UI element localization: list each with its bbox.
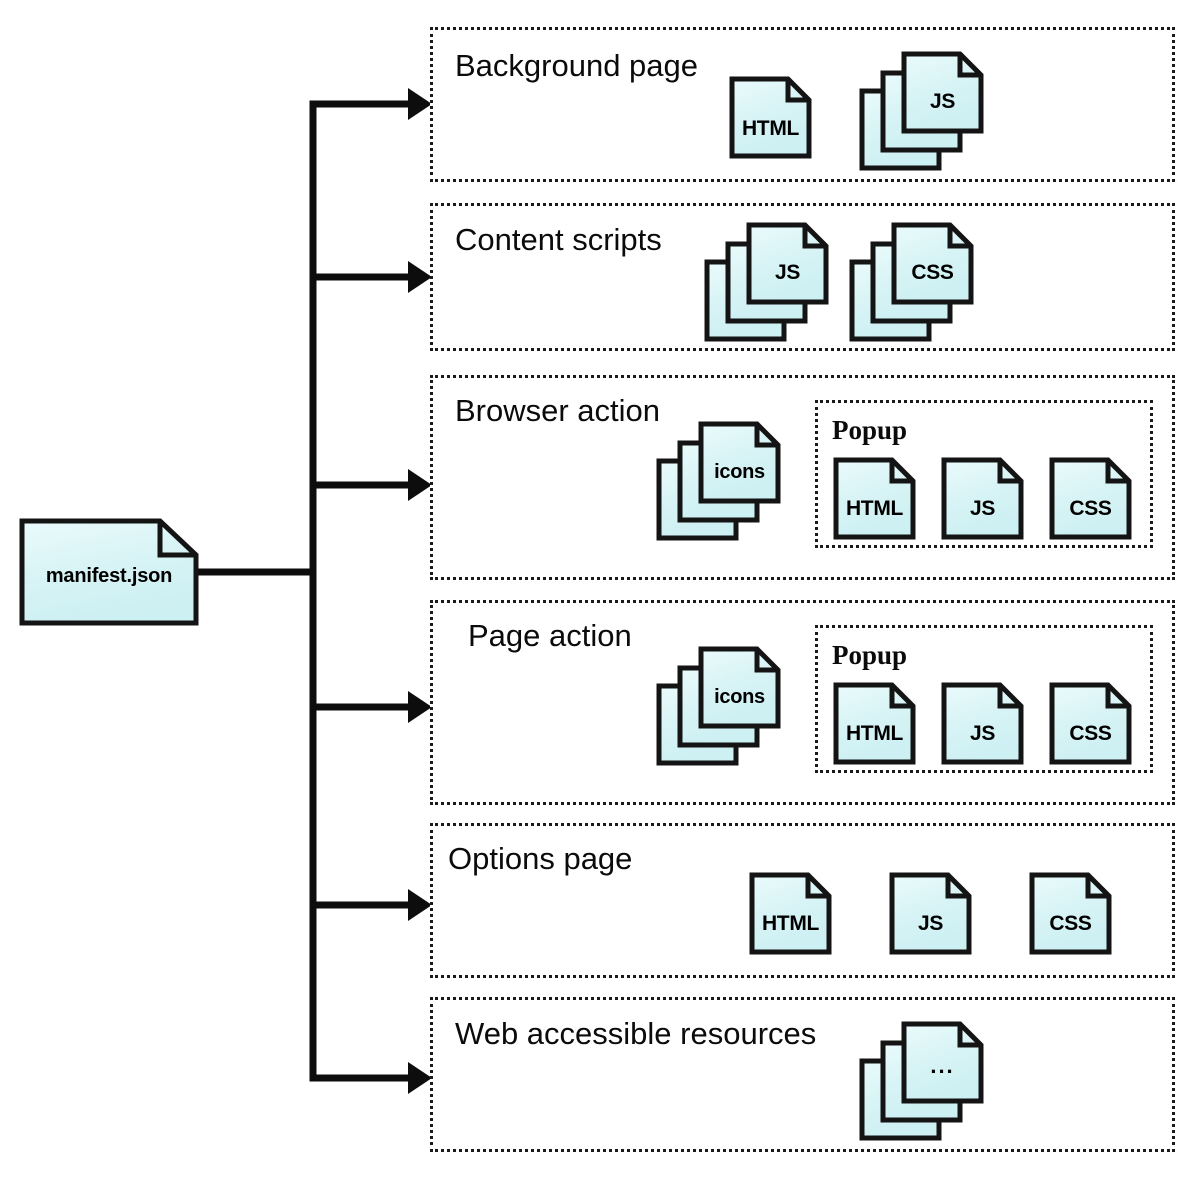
document-icon-front: icons — [697, 645, 782, 730]
doc-css[interactable]: CSS — [1048, 681, 1133, 766]
section-page-action-title: Page action — [468, 618, 632, 653]
doc-css[interactable]: CSS — [1028, 871, 1113, 956]
document-icon — [889, 872, 972, 955]
document-icon — [833, 457, 916, 540]
doc-js[interactable]: JS — [940, 456, 1025, 541]
section-page-action[interactable]: Page action icons Popup — [430, 600, 1175, 805]
document-icon-front: ... — [900, 1020, 985, 1105]
document-icon — [833, 682, 916, 765]
doc-html[interactable]: HTML — [832, 456, 917, 541]
doc-stack-icons[interactable]: icons — [655, 420, 783, 541]
document-icon — [941, 457, 1024, 540]
doc-css[interactable]: CSS — [1048, 456, 1133, 541]
doc-html[interactable]: HTML — [728, 75, 813, 160]
node-manifest-json[interactable]: manifest.json — [18, 517, 200, 627]
node-manifest-json-label: manifest.json — [45, 564, 173, 587]
doc-html[interactable]: HTML — [832, 681, 917, 766]
doc-stack-js[interactable]: JS — [703, 221, 831, 342]
section-content-scripts[interactable]: Content scripts JS — [430, 203, 1175, 351]
doc-js[interactable]: JS — [888, 871, 973, 956]
document-icon — [1029, 872, 1112, 955]
doc-stack-icons[interactable]: icons — [655, 645, 783, 766]
doc-html[interactable]: HTML — [748, 871, 833, 956]
document-icon — [1049, 457, 1132, 540]
document-icon — [1049, 682, 1132, 765]
doc-js[interactable]: JS — [940, 681, 1025, 766]
section-content-scripts-title: Content scripts — [455, 222, 662, 257]
section-options-page-title: Options page — [448, 841, 633, 876]
document-icon — [749, 872, 832, 955]
doc-stack-resources[interactable]: ... — [858, 1020, 986, 1141]
document-icon — [729, 76, 812, 159]
doc-stack-css[interactable]: CSS — [848, 221, 976, 342]
document-icon — [19, 518, 199, 626]
section-background-page[interactable]: Background page HTML JS — [430, 27, 1175, 182]
document-icon — [941, 682, 1024, 765]
section-web-accessible-resources[interactable]: Web accessible resources ... — [430, 997, 1175, 1152]
doc-stack-js[interactable]: JS — [858, 50, 986, 171]
section-browser-action-title: Browser action — [455, 393, 661, 428]
group-popup[interactable]: Popup HTML JS CSS — [815, 400, 1153, 548]
document-icon-front: JS — [900, 50, 985, 135]
section-background-page-title: Background page — [455, 48, 699, 83]
group-popup[interactable]: Popup HTML JS CSS — [815, 625, 1153, 773]
group-popup-title: Popup — [832, 415, 908, 445]
arrow-heads — [408, 88, 432, 1094]
document-icon-front: CSS — [890, 221, 975, 306]
document-icon-front: icons — [697, 420, 782, 505]
section-web-accessible-resources-title: Web accessible resources — [455, 1016, 817, 1051]
section-browser-action[interactable]: Browser action icons Popup — [430, 375, 1175, 580]
group-popup-title: Popup — [832, 640, 908, 670]
document-icon-front: JS — [745, 221, 830, 306]
section-options-page[interactable]: Options page HTML JS CSS — [430, 823, 1175, 978]
